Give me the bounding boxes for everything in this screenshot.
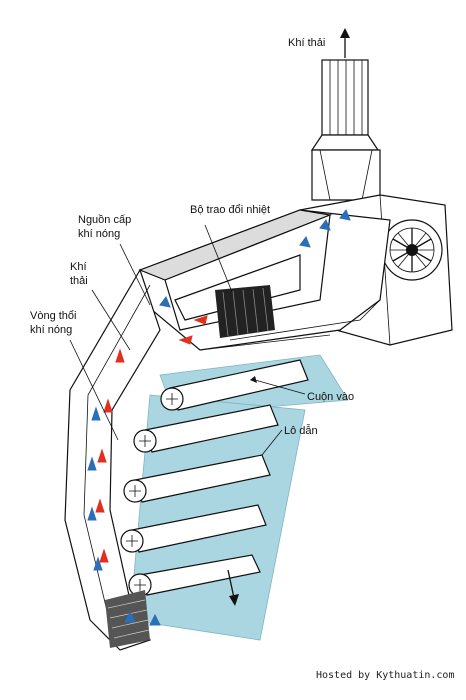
exhaust-left-label-2: thải	[70, 275, 88, 287]
fan-icon	[390, 228, 434, 272]
guide-roll	[128, 554, 261, 597]
web-in-leader	[254, 379, 306, 395]
exhaust-left-label-1: Khí	[70, 261, 87, 273]
air-flow-arrows	[87, 208, 351, 626]
exhaust-arrow-icon	[340, 28, 350, 58]
dryer-box	[138, 209, 391, 351]
guide-roll	[120, 504, 267, 553]
web-exit-arrow-icon	[227, 569, 239, 606]
heat-exchanger-label: Bộ trao đổi nhiệt	[190, 204, 270, 216]
guide-roll	[160, 359, 309, 411]
exhaust-left-leader	[91, 289, 131, 351]
heat-exchanger-core	[215, 285, 275, 338]
exhaust-top-label: Khí thải	[288, 37, 325, 49]
web-in-label: Cuộn vào	[307, 391, 354, 403]
hot-air-arrows	[95, 315, 208, 563]
hot-air-supply-label-2: khí nóng	[78, 228, 120, 240]
web-in-arrowhead	[250, 376, 257, 383]
guide-roll	[133, 404, 279, 453]
guide-rolls-leader	[261, 429, 283, 456]
hot-air-supply-leader	[119, 243, 151, 306]
guide-rolls	[120, 359, 309, 597]
credit-text: Hosted by Kythuatin.com	[316, 670, 454, 681]
exhaust-stack	[310, 59, 381, 201]
hot-air-nozzle-label-1: Vòng thổi	[30, 310, 76, 322]
hot-air-nozzle-label-2: khí nóng	[30, 324, 72, 336]
heat-exchanger-leader	[204, 224, 233, 293]
guide-rolls-label: Lô dẫn	[284, 424, 318, 437]
hot-air-nozzle-leader	[69, 339, 119, 441]
hot-air-supply-label-1: Nguồn cấp	[78, 214, 131, 226]
guide-roll	[123, 454, 271, 503]
